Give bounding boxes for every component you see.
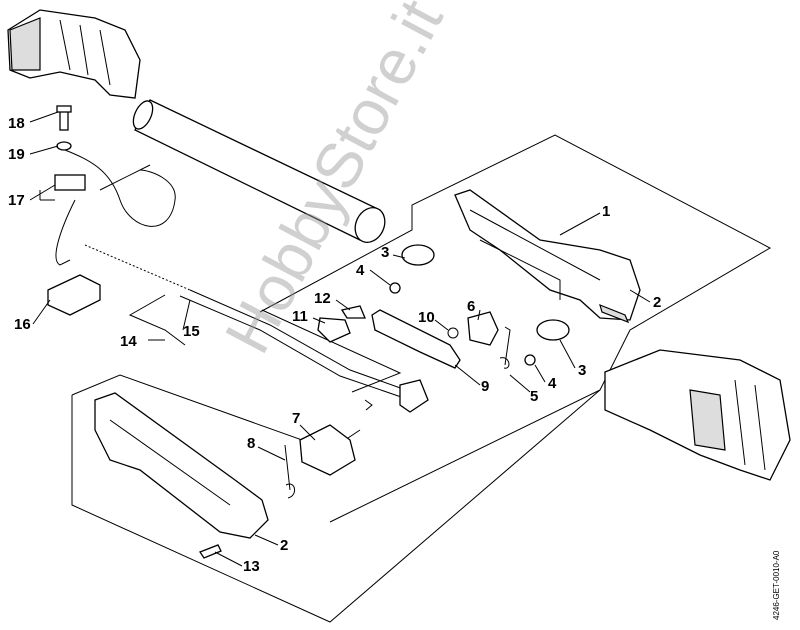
callout-12: 12	[314, 290, 331, 307]
top-housing-part	[7, 9, 141, 99]
part-12	[340, 305, 366, 319]
clamp-3-lower-part	[536, 319, 570, 341]
callout-7: 7	[292, 410, 301, 427]
part-7	[299, 424, 356, 476]
screw-4-lower-part	[524, 354, 536, 366]
spring-8-part	[284, 444, 295, 499]
handle-2-lower-part	[94, 392, 269, 539]
callout-6: 6	[467, 298, 476, 315]
screw-13-part	[199, 544, 222, 559]
callout-10: 10	[418, 309, 435, 326]
callout-16: 16	[14, 316, 31, 333]
handle-1-part	[454, 189, 641, 324]
spring-10-part	[447, 327, 459, 339]
callout-2-lower: 2	[280, 537, 289, 554]
callout-18: 18	[8, 115, 25, 132]
callout-14: 14	[120, 333, 137, 350]
part-11	[317, 317, 351, 343]
screw-18-part	[56, 105, 72, 131]
screw-4-upper-part	[389, 282, 401, 294]
callout-3-right: 3	[578, 362, 587, 379]
switch-16-part	[47, 274, 101, 316]
clamp-3-upper-part	[401, 244, 435, 266]
trigger-6-part	[467, 311, 499, 346]
wiring-17-part	[54, 149, 176, 266]
callout-4-right: 4	[548, 375, 557, 392]
lever-9-part	[371, 309, 461, 369]
callout-5: 5	[530, 388, 539, 405]
callout-13: 13	[243, 558, 260, 575]
callout-8: 8	[247, 435, 256, 452]
callout-15: 15	[183, 323, 200, 340]
callout-19: 19	[8, 146, 25, 163]
callout-2-upper: 2	[653, 294, 662, 311]
callout-4-left: 4	[356, 262, 365, 279]
callout-3-left: 3	[381, 244, 390, 261]
group-outline-lower	[71, 389, 601, 623]
drawing-code: 4246-GET-0010-A0	[772, 550, 781, 620]
callout-1: 1	[602, 203, 611, 220]
spring-5-part	[499, 326, 511, 369]
callout-17: 17	[8, 192, 25, 209]
right-housing-part	[604, 349, 791, 481]
throttle-cable-15-part	[84, 244, 429, 413]
leader-lines	[29, 111, 651, 567]
callout-11: 11	[292, 308, 308, 325]
washer-19-part	[56, 141, 72, 151]
tube-part	[132, 99, 386, 244]
callout-9: 9	[481, 378, 490, 395]
